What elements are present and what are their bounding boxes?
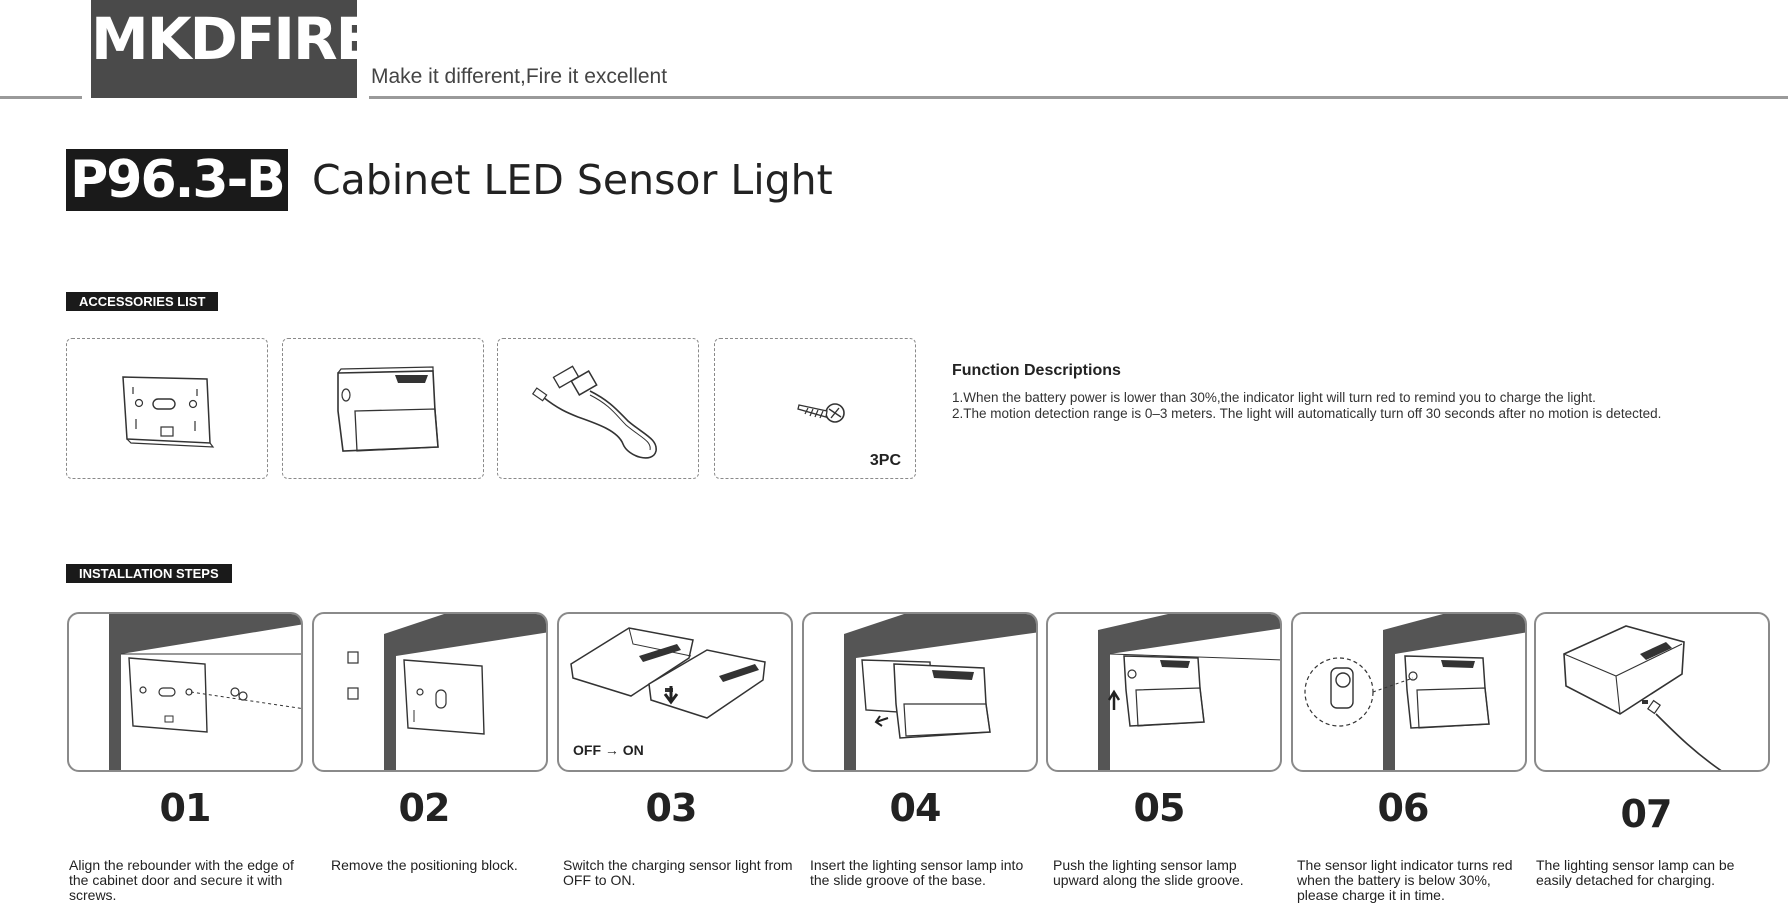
function-line-2: 2.The motion detection range is 0–3 mete…: [952, 406, 1662, 421]
switch-off-on-illustration: [570, 627, 766, 719]
step-5-description: Push the lighting sensor lamp upward alo…: [1053, 857, 1244, 888]
accessory-item-usb-cable: [497, 338, 699, 479]
step-2-number: 02: [398, 786, 451, 830]
header-rule-left: [0, 96, 82, 99]
sensor-light-icon: [337, 366, 439, 452]
step-4-image: [802, 612, 1038, 772]
installation-steps-label: INSTALLATION STEPS: [66, 564, 232, 583]
step-3-number: 03: [645, 786, 698, 830]
step-5-image: [1046, 612, 1282, 772]
step-7-description: The lighting sensor lamp can be easily d…: [1536, 857, 1735, 888]
insert-lamp-illustration: [844, 614, 1036, 770]
accessory-item-screw: 3PC: [714, 338, 916, 479]
slogan: Make it different,Fire it excellent: [371, 65, 668, 88]
screw-icon: [797, 403, 845, 423]
accessories-label: ACCESSORIES LIST: [66, 292, 219, 311]
step-1-image: [67, 612, 303, 772]
model-badge: P96.3-B: [66, 149, 288, 211]
product-title: Cabinet LED Sensor Light: [312, 156, 833, 204]
step-1-number: 01: [159, 786, 212, 830]
step-7-number: 07: [1620, 792, 1673, 836]
brand-logo: MKDFIRE: [91, 0, 375, 98]
step-2-description: Remove the positioning block.: [331, 857, 518, 873]
step-4-description: Insert the lighting sensor lamp into the…: [810, 857, 1024, 888]
step-2-image: [312, 612, 548, 772]
brand-name: MKDFIRE: [91, 5, 375, 73]
push-lamp-upward-illustration: [1098, 614, 1280, 770]
screw-quantity: 3PC: [869, 452, 901, 469]
cabinet-plate-install-illustration: [109, 614, 301, 770]
step-3-description: Switch the charging sensor light from OF…: [563, 857, 793, 888]
step-3-image: OFF → ON: [557, 612, 793, 772]
usb-cable-icon: [531, 365, 657, 459]
battery-indicator-illustration: [1304, 614, 1525, 770]
detach-for-charging-illustration: [1563, 625, 1722, 770]
accessory-item-sensor-light: [282, 338, 484, 479]
step-1-description: Align the rebounder with the edge of the…: [69, 857, 294, 903]
step-5-number: 05: [1133, 786, 1186, 830]
off-on-label: OFF → ON: [573, 742, 644, 758]
function-descriptions-title: Function Descriptions: [952, 362, 1121, 379]
step-6-number: 06: [1377, 786, 1430, 830]
accessory-item-mounting-plate: [66, 338, 268, 479]
model-number: P96.3-B: [70, 150, 286, 210]
mounting-plate-icon: [122, 376, 215, 448]
function-line-1: 1.When the battery power is lower than 3…: [952, 390, 1596, 405]
header-rule-right: [369, 96, 1788, 99]
step-4-number: 04: [889, 786, 942, 830]
step-7-image: [1534, 612, 1770, 772]
remove-positioning-block-illustration: [347, 614, 546, 770]
step-6-description: The sensor light indicator turns red whe…: [1297, 857, 1513, 903]
step-6-image: [1291, 612, 1527, 772]
